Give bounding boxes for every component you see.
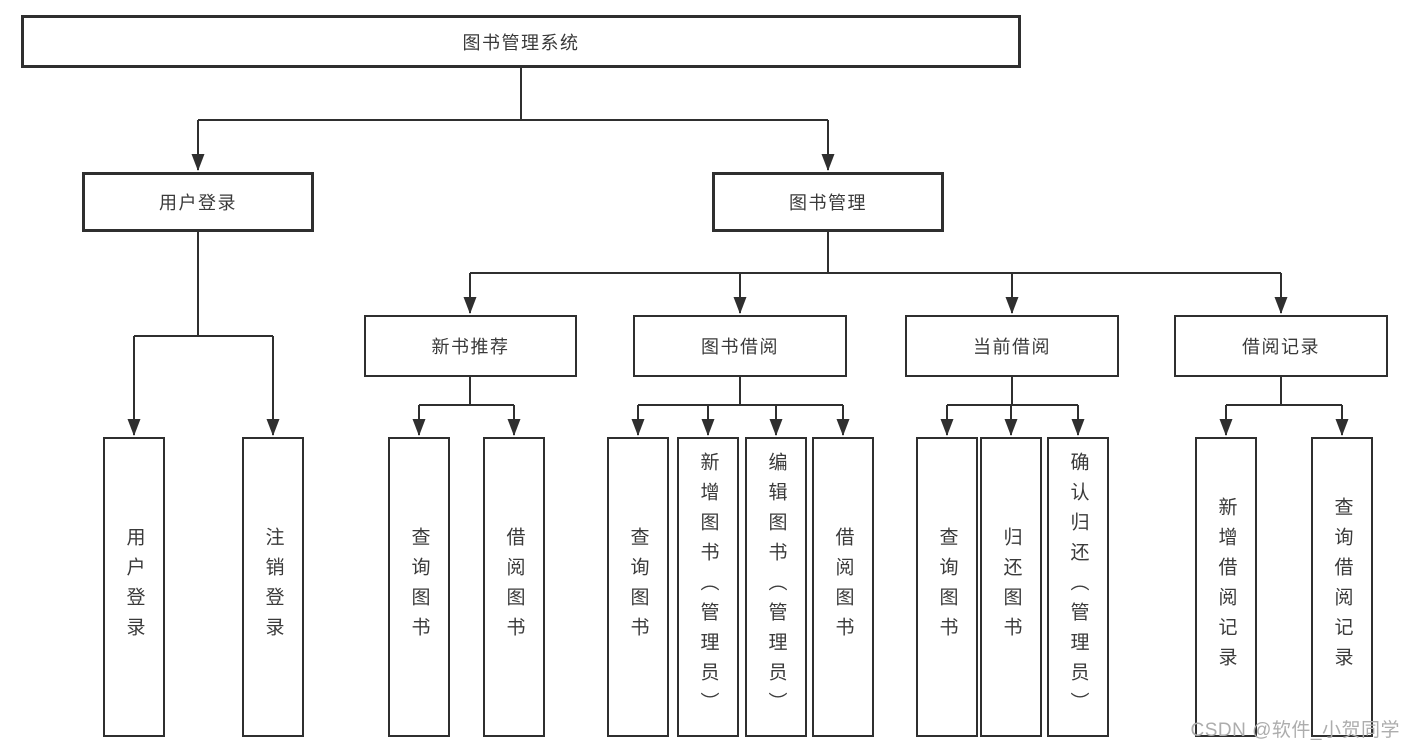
- node-label: 图书管理系统: [462, 32, 580, 53]
- node-label: 当前借阅: [973, 337, 1051, 357]
- leaf-logout: 注销登录: [242, 437, 304, 737]
- leaf-return-books: 归还图书: [980, 437, 1042, 737]
- leaf-query-borrow-record: 查询借阅记录: [1311, 437, 1373, 737]
- node-label: 用户登录: [159, 193, 237, 213]
- node-label: 新增图书（管理员）: [697, 452, 719, 722]
- leaf-query-books-borrowing: 查询图书: [607, 437, 669, 737]
- node-label: 查询图书: [627, 527, 649, 647]
- leaf-edit-books-admin: 编辑图书（管理员）: [745, 437, 807, 737]
- leaf-borrow-books: 借阅图书: [812, 437, 874, 737]
- watermark-text: CSDN @软件_小贺同学: [1190, 720, 1400, 741]
- node-label: 借阅记录: [1242, 337, 1320, 357]
- leaf-query-books-current: 查询图书: [916, 437, 978, 737]
- node-user-login-branch: 用户登录: [82, 172, 314, 232]
- node-borrowing-records: 借阅记录: [1174, 315, 1388, 377]
- leaf-user-login: 用户登录: [103, 437, 165, 737]
- leaf-add-borrow-record: 新增借阅记录: [1195, 437, 1257, 737]
- node-current-borrowing: 当前借阅: [905, 315, 1119, 377]
- node-label: 借阅图书: [503, 527, 525, 647]
- node-label: 编辑图书（管理员）: [765, 452, 787, 722]
- node-book-management-system: 图书管理系统: [21, 15, 1021, 68]
- node-book-management-branch: 图书管理: [712, 172, 944, 232]
- node-label: 图书管理: [789, 193, 867, 213]
- node-label: 查询借阅记录: [1331, 497, 1353, 677]
- node-label: 新增借阅记录: [1215, 497, 1237, 677]
- node-label: 新书推荐: [431, 337, 510, 357]
- node-label: 归还图书: [1000, 527, 1022, 647]
- node-label: 确认归还（管理员）: [1067, 452, 1089, 722]
- leaf-confirm-return-admin: 确认归还（管理员）: [1047, 437, 1109, 737]
- node-label: 图书借阅: [701, 337, 779, 357]
- node-label: 借阅图书: [832, 527, 854, 647]
- leaf-borrow-books-recommend: 借阅图书: [483, 437, 545, 737]
- node-label: 注销登录: [262, 527, 284, 647]
- node-book-borrowing: 图书借阅: [633, 315, 847, 377]
- leaf-query-books-recommend: 查询图书: [388, 437, 450, 737]
- node-label: 查询图书: [936, 527, 958, 647]
- node-label: 查询图书: [408, 527, 430, 647]
- leaf-add-books-admin: 新增图书（管理员）: [677, 437, 739, 737]
- node-new-book-recommendation: 新书推荐: [364, 315, 577, 377]
- node-label: 用户登录: [123, 527, 145, 647]
